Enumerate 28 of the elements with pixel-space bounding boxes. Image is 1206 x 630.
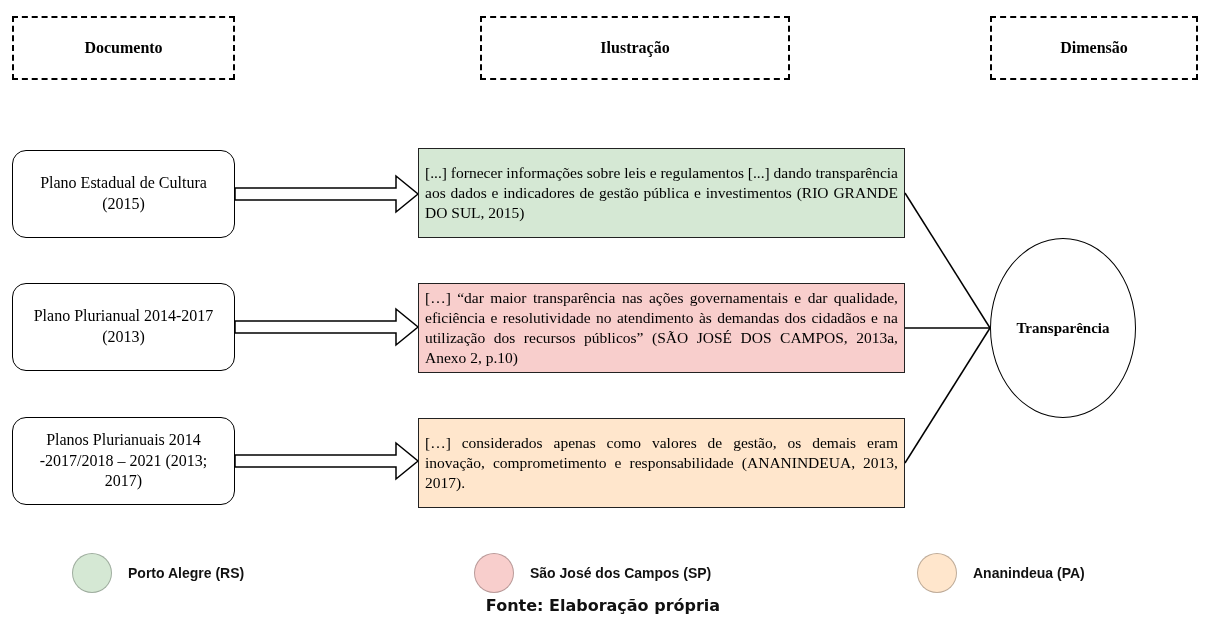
column-heading: Documento xyxy=(84,39,163,57)
document-box xyxy=(12,150,235,238)
quote-text: [...] fornecer informações sobre leis e regulamentos [...] dando transparência aos dados e indicadores de gestão pública e investimentos (RIO GRANDE DO SUL, 2015) xyxy=(425,162,898,224)
document-title: Plano Estadual de Cultura (2015) xyxy=(39,173,208,215)
document-box xyxy=(12,283,235,371)
quote-text: […] considerados apenas como valores de gestão, os demais eram inovação, comprometimento e responsabilidade (ANANINDEUA, 2013, 2017). xyxy=(425,432,898,494)
document-title: Planos Plurianuais 2014 -2017/2018 – 2021 (2013; 2017) xyxy=(38,429,209,492)
connector-line xyxy=(904,192,991,329)
block-arrow xyxy=(234,174,420,214)
quote-box xyxy=(418,418,905,508)
source-caption: Fonte: Elaboração própria xyxy=(484,596,722,615)
dashed-header-box xyxy=(990,16,1198,80)
column-heading: Ilustração xyxy=(600,39,670,57)
quote-text: […] “dar maior transparência nas ações governamentais e dar qualidade, eficiência e resolutividade no atendimento às demandas dos cidadãos e na utilização dos recursos públicos” (SÃO JOSÉ DOS CAMPOS, 2013a, Anexo 2, p.10) xyxy=(425,287,898,369)
column-heading: Dimensão xyxy=(1060,39,1128,57)
document-box xyxy=(12,417,235,505)
dashed-header-box xyxy=(12,16,235,80)
block-arrow xyxy=(234,307,420,347)
connector-line xyxy=(904,327,991,329)
dimension-label: Transparência xyxy=(1016,319,1110,337)
block-arrow xyxy=(234,441,420,481)
dashed-header-box xyxy=(480,16,790,80)
quote-box xyxy=(418,148,905,238)
legend-label: Porto Alegre (RS) xyxy=(128,565,245,581)
document-title: Plano Plurianual 2014-2017 (2013) xyxy=(32,306,215,348)
connector-line xyxy=(904,327,991,464)
legend-label: São José dos Campos (SP) xyxy=(530,565,712,581)
legend-label: Ananindeua (PA) xyxy=(973,565,1085,581)
